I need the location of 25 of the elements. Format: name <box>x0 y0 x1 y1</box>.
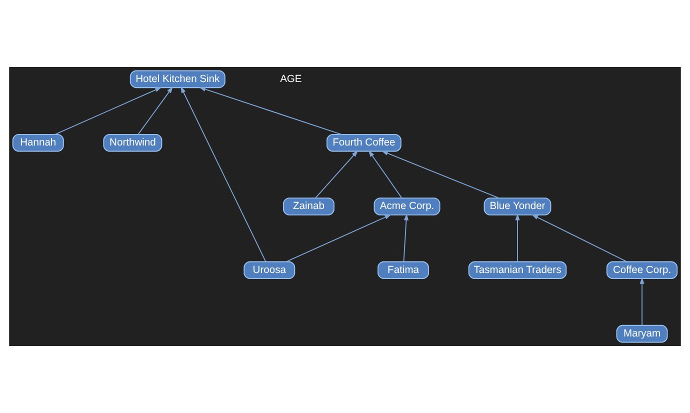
node-box: Acme Corp. <box>374 198 440 216</box>
label: AGE <box>280 74 302 85</box>
arrow <box>138 86 173 135</box>
arrow <box>180 86 266 262</box>
node-box: Fatima <box>378 261 430 280</box>
arrow <box>381 150 500 198</box>
node-box: Uroosa <box>244 261 296 280</box>
arrow <box>403 214 409 262</box>
node-box: Tasmanian Traders <box>468 261 567 280</box>
node-box: Hotel Kitchen Sink <box>130 70 226 88</box>
arrow <box>640 277 644 326</box>
arrow <box>54 87 162 135</box>
arrow <box>515 214 520 262</box>
arrow <box>199 87 342 135</box>
node-box: Fourth Coffee <box>326 134 402 152</box>
arrow <box>368 150 402 198</box>
arrow <box>286 214 392 262</box>
arrow <box>532 214 628 262</box>
node-box: Blue Yonder <box>484 198 552 216</box>
node-box: Maryam <box>616 324 668 343</box>
node-box: Hannah <box>12 134 64 152</box>
arrow <box>315 150 358 198</box>
node-box: Coffee Corp. <box>606 261 678 280</box>
node-box: Northwind <box>103 134 162 152</box>
node-box: Zainab <box>282 198 334 216</box>
